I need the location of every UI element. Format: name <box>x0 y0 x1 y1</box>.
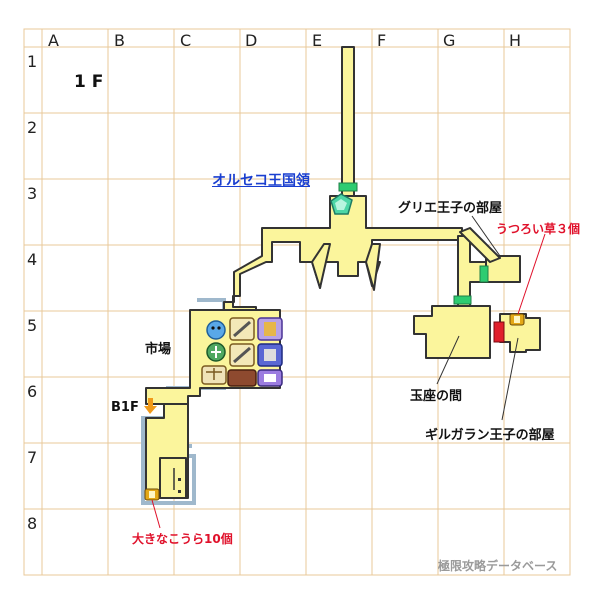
floor-dots <box>178 478 181 493</box>
row-header: 3 <box>27 184 38 203</box>
floor-label: 1 F <box>74 72 104 92</box>
armor-shop-icon <box>257 317 283 341</box>
treasure-chest-icon <box>509 313 525 326</box>
region-link[interactable]: オルセコ王国領 <box>212 173 310 189</box>
market-shop-icons <box>201 317 283 387</box>
row-header: 1 <box>27 52 38 71</box>
room-label-throne: 玉座の間 <box>410 389 463 404</box>
item-label-utsuroi-grass: うつろい草３個 <box>496 222 581 236</box>
column-header: C <box>180 31 192 50</box>
stairs-label-b1f: B1F <box>111 400 139 415</box>
accessory-shop-icon <box>257 343 283 367</box>
row-header: 7 <box>27 448 38 467</box>
column-header: F <box>377 31 387 50</box>
column-header: E <box>312 31 323 50</box>
row-header: 8 <box>27 514 38 533</box>
row-header: 4 <box>27 250 38 269</box>
row-header: 5 <box>27 316 38 335</box>
doors-green <box>338 182 489 305</box>
column-header: D <box>245 31 258 50</box>
tool-shop-icon <box>229 343 255 367</box>
treasure-chest-icon <box>144 488 160 501</box>
weapon-shop-icon <box>229 317 255 341</box>
door-grie <box>479 265 489 283</box>
area-label-market: 市場 <box>145 342 172 357</box>
floor-details <box>159 458 175 498</box>
door-red <box>493 321 505 343</box>
item-label-big-gourds: 大きなこうら10個 <box>132 532 233 546</box>
stairs-down-arrow-icon <box>144 398 157 414</box>
column-header: A <box>48 31 59 50</box>
column-header: H <box>509 31 522 50</box>
watermark: 極限攻略データベース <box>438 559 558 573</box>
column-header: G <box>443 31 456 50</box>
room-label-girgaran: ギルガラン王子の部屋 <box>425 428 555 443</box>
furniture-shop-icon <box>257 369 283 387</box>
row-header: 6 <box>27 382 38 401</box>
church-icon <box>206 342 226 362</box>
row-header: 2 <box>27 118 38 137</box>
bag-shop-icon <box>227 369 257 387</box>
scales-shop-icon <box>201 365 227 385</box>
column-header: B <box>114 31 125 50</box>
door-throne <box>453 295 472 305</box>
travel-crystal-icon <box>330 193 353 215</box>
door-north <box>338 182 358 192</box>
label-leader-lines <box>436 215 519 421</box>
room-label-grie: グリエ王子の部屋 <box>398 201 503 216</box>
map-grid <box>23 28 571 576</box>
item-leader-lines <box>151 233 546 529</box>
slime-shop-icon <box>206 320 226 340</box>
